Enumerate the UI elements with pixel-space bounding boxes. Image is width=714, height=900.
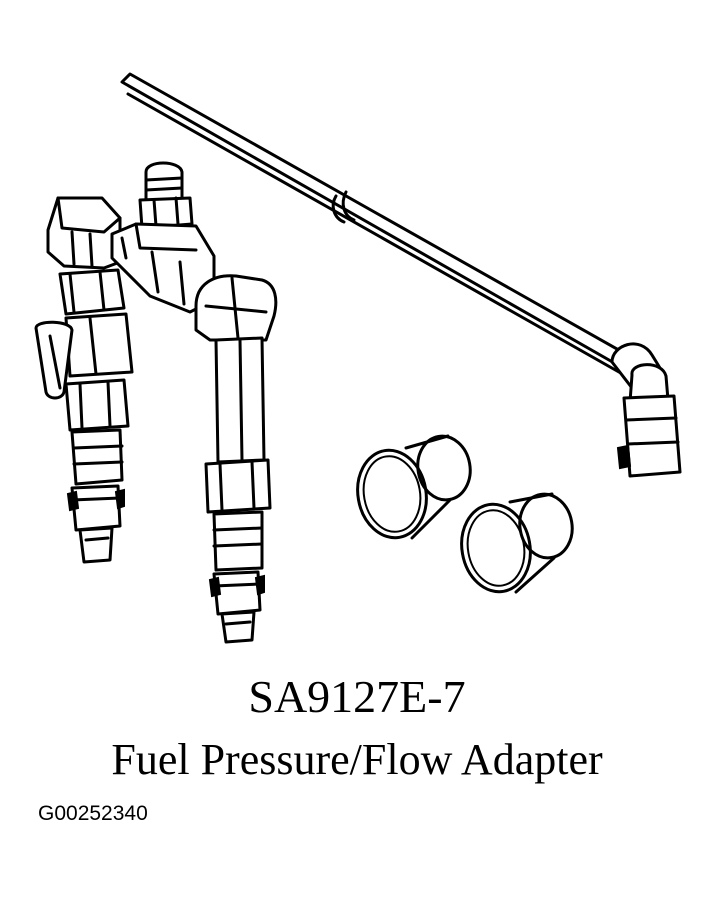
probe-connector: [616, 363, 682, 478]
part-name: Fuel Pressure/Flow Adapter: [111, 735, 603, 784]
right-quick-connector: [208, 570, 265, 644]
right-tube: [214, 336, 266, 464]
probe-tube: [120, 72, 662, 390]
left-lower-fitting: [64, 378, 130, 486]
left-nut: [58, 268, 126, 316]
clamp-ring-upper: [356, 434, 472, 540]
valve-handle: [34, 320, 74, 400]
gauge-port: [138, 161, 194, 230]
left-quick-connector: [66, 484, 125, 564]
figure-id: G00252340: [38, 802, 148, 825]
part-code: SA9127E-7: [248, 671, 466, 722]
valve-body: [64, 312, 134, 378]
left-elbow: [46, 196, 122, 270]
clamp-ring-lower: [460, 492, 574, 594]
right-nut: [204, 458, 272, 572]
right-elbow: [194, 274, 278, 342]
